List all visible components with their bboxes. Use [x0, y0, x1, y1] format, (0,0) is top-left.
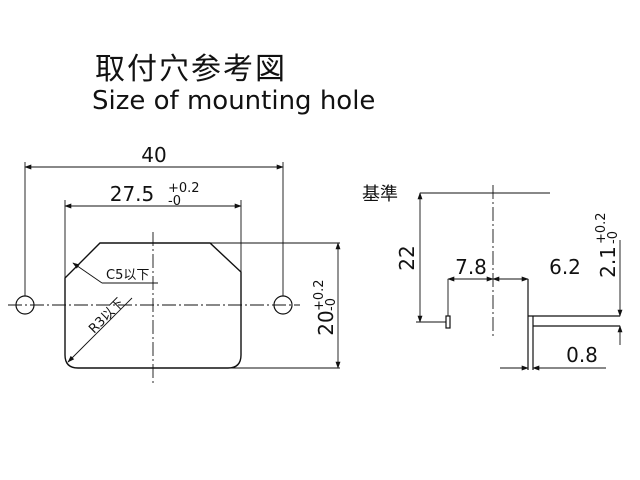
opening-height-tol-minus: -0 [324, 298, 339, 311]
thickness-tol-minus: -0 [606, 231, 621, 244]
terminal-tab [445, 315, 451, 329]
offset-b-value: 6.2 [549, 255, 581, 279]
front-view [8, 162, 341, 385]
title-japanese: 取付穴参考図 [95, 52, 287, 87]
thickness-value: 2.1 [596, 246, 620, 278]
chamfer-note: C5以下 [106, 268, 149, 283]
thickness-tol-plus: +0.2 [594, 212, 609, 244]
chamfer-leader [72, 262, 103, 284]
overall-width-value: 40 [141, 143, 166, 167]
title-english: Size of mounting hole [92, 86, 376, 116]
radius-leader [67, 297, 133, 363]
plate-thickness-value: 0.8 [566, 343, 598, 367]
opening-height-value: 20 [314, 310, 338, 335]
height-value: 22 [395, 245, 419, 270]
side-view [416, 185, 623, 371]
offset-a-value: 7.8 [455, 255, 487, 279]
opening-width-value: 27.5 [110, 182, 155, 206]
radius-note: R3以下 [86, 296, 127, 337]
opening-width-tol-plus: +0.2 [168, 181, 200, 196]
datum-label: 基準 [362, 184, 398, 205]
opening-height-tol-plus: +0.2 [312, 279, 327, 311]
opening-width-tol-minus: -0 [168, 194, 181, 209]
